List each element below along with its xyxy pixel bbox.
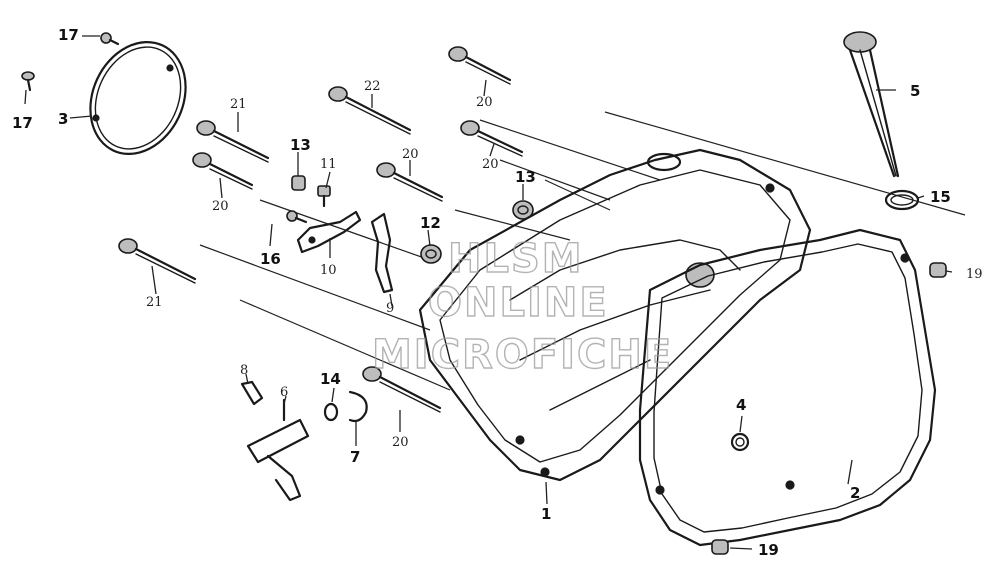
pin-part-8 bbox=[240, 380, 264, 406]
watermark-line-3: MICROFICHE bbox=[372, 332, 673, 378]
bolt-part-11 bbox=[317, 185, 331, 208]
callout-14: 14 bbox=[320, 370, 341, 388]
screw-part-17-left bbox=[21, 71, 35, 92]
callout-10: 10 bbox=[320, 263, 337, 278]
seal-ring-part-3 bbox=[89, 40, 187, 156]
callout-12: 12 bbox=[420, 214, 441, 232]
bolt-part-20-top bbox=[448, 46, 512, 85]
plug-part-4 bbox=[730, 432, 750, 452]
callout-13-left: 13 bbox=[290, 136, 311, 154]
bolt-part-20-left bbox=[192, 152, 254, 190]
collar-part-13-right bbox=[512, 200, 534, 220]
watermark-line-1: HLSM bbox=[448, 236, 584, 282]
bolt-part-20-mid bbox=[460, 120, 524, 157]
dipstick-part-5 bbox=[843, 31, 900, 178]
callout-5: 5 bbox=[910, 82, 920, 100]
callout-15: 15 bbox=[930, 188, 951, 206]
callout-20-left: 20 bbox=[212, 199, 229, 214]
callout-19-right: 19 bbox=[966, 267, 983, 282]
callout-2: 2 bbox=[850, 484, 860, 502]
cap-part-19-right bbox=[929, 262, 947, 278]
nut-part-13-left bbox=[291, 175, 306, 191]
bolt-part-20-bottom bbox=[362, 366, 442, 413]
callout-6: 6 bbox=[280, 385, 288, 400]
gasket-part-2 bbox=[638, 228, 937, 547]
collar-part-12 bbox=[420, 244, 442, 264]
callout-16: 16 bbox=[260, 250, 281, 268]
watermark-line-2: ONLINE bbox=[428, 280, 609, 326]
clip-part-7 bbox=[348, 390, 368, 423]
shaft-part-6 bbox=[246, 398, 310, 502]
watermark: HLSM ONLINE MICROFICHE bbox=[371, 235, 673, 378]
bolt-part-21-lower bbox=[118, 238, 197, 284]
callout-17-top: 17 bbox=[58, 26, 79, 44]
callout-20-mid: 20 bbox=[482, 157, 499, 172]
callout-4: 4 bbox=[736, 396, 746, 414]
callout-3: 3 bbox=[58, 110, 68, 128]
cap-part-19-bottom bbox=[711, 539, 729, 555]
callout-labels: 1 2 3 4 5 6 7 8 9 10 11 12 13 13 14 15 1… bbox=[12, 26, 983, 559]
ring-part-14 bbox=[323, 402, 339, 422]
bolt-part-22 bbox=[328, 86, 412, 135]
callout-20-bottom: 20 bbox=[392, 435, 409, 450]
callout-20-top: 20 bbox=[476, 95, 493, 110]
callout-19-bottom: 19 bbox=[758, 541, 779, 559]
leader-lines bbox=[24, 35, 953, 550]
screw-part-17-top bbox=[100, 32, 120, 46]
callout-1: 1 bbox=[541, 505, 551, 523]
callout-17-left: 17 bbox=[12, 114, 33, 132]
callout-20-center: 20 bbox=[402, 147, 419, 162]
callout-21-lower: 21 bbox=[146, 295, 163, 310]
callout-21-upper: 21 bbox=[230, 97, 247, 112]
bolt-part-16 bbox=[286, 210, 308, 224]
washer-part-15 bbox=[884, 189, 920, 211]
callout-22: 22 bbox=[364, 79, 381, 94]
bolt-part-21-upper bbox=[196, 120, 270, 163]
lever-part-10 bbox=[296, 210, 362, 254]
callout-9: 9 bbox=[386, 301, 394, 316]
callout-11: 11 bbox=[320, 157, 337, 172]
bracket-part-9 bbox=[370, 212, 394, 294]
callout-7: 7 bbox=[350, 448, 360, 466]
callout-13-right: 13 bbox=[515, 168, 536, 186]
bolt-part-20-center bbox=[376, 162, 444, 202]
callout-8: 8 bbox=[240, 363, 248, 378]
